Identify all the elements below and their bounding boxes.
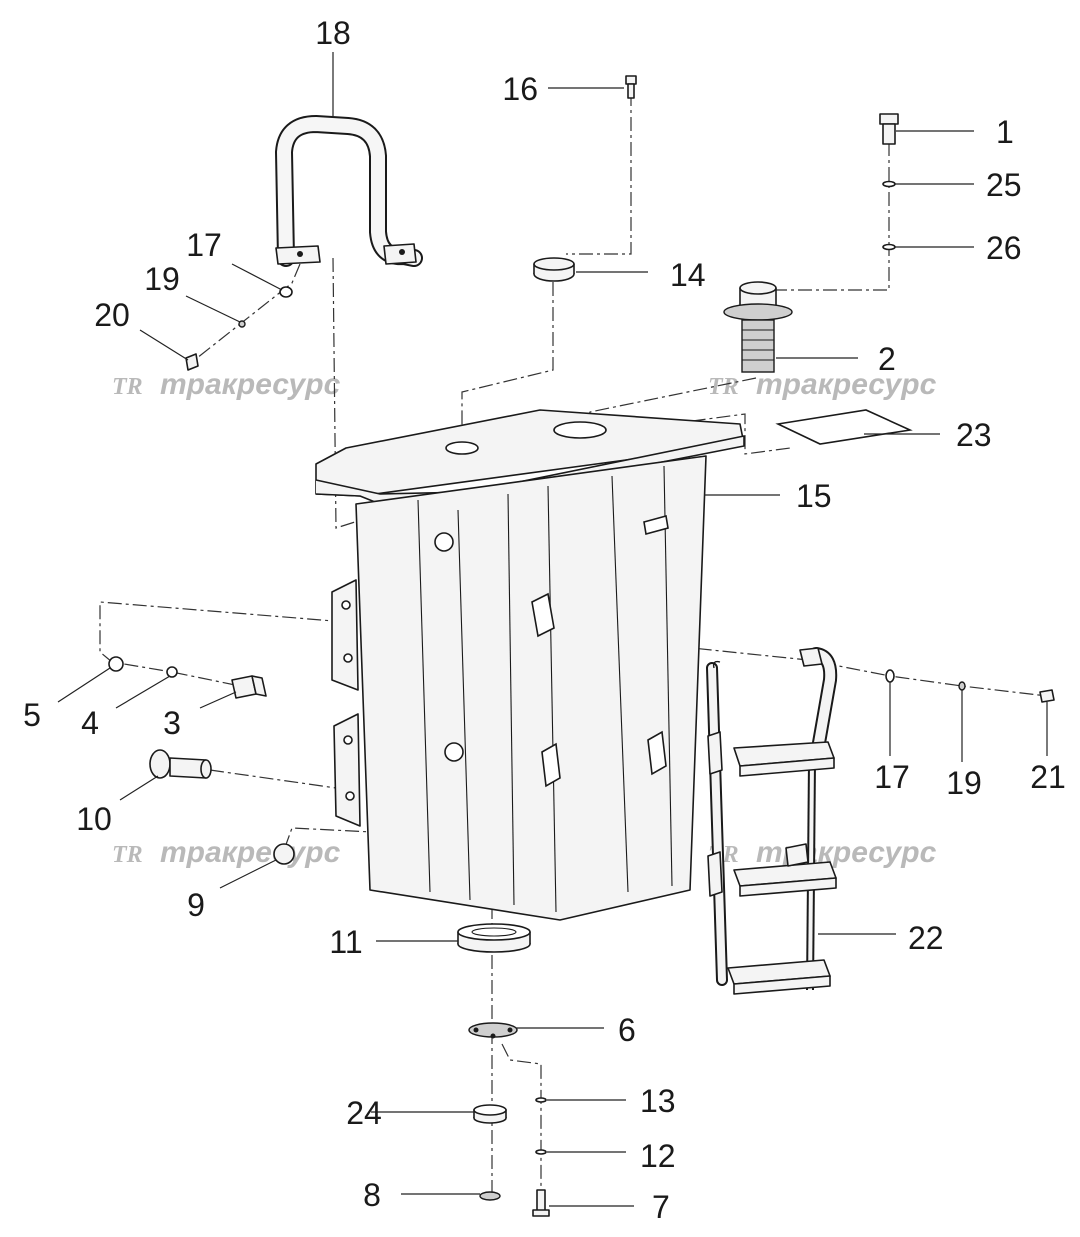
part-10-plug	[149, 749, 212, 779]
part-8-plug	[479, 1191, 501, 1201]
callout-8: 8	[363, 1177, 381, 1213]
callout-4: 4	[81, 705, 99, 741]
svg-text:тракресурс: тракресурс	[160, 368, 341, 401]
callout-6: 6	[618, 1012, 636, 1048]
part-16-bolt	[625, 75, 637, 99]
part-26-washer	[882, 243, 896, 251]
part-18-handrail	[275, 115, 423, 267]
part-20-bolt	[185, 353, 199, 371]
callout-3: 3	[163, 705, 181, 741]
callout-23: 23	[956, 417, 992, 453]
callout-11: 11	[329, 924, 362, 960]
callout-26: 26	[986, 230, 1022, 266]
callout-5: 5	[23, 697, 41, 733]
part-17-washer-lower	[885, 669, 895, 683]
part-13-washer	[535, 1097, 547, 1103]
callout-16: 16	[502, 71, 538, 107]
part-21-bolt	[1039, 689, 1055, 703]
part-11-seal	[457, 923, 531, 953]
callout-10: 10	[76, 801, 112, 837]
part-3-bolt	[231, 675, 267, 699]
part-25-washer	[882, 180, 896, 188]
callout-9: 9	[187, 887, 205, 923]
part-7-bolt	[532, 1189, 550, 1217]
svg-text:TR: TR	[112, 842, 143, 868]
callout-19-lower: 19	[946, 765, 982, 801]
callout-17-lower: 17	[874, 759, 910, 795]
callout-1: 1	[996, 114, 1014, 150]
callout-12: 12	[640, 1138, 676, 1174]
part-4-washer	[166, 666, 178, 678]
part-24-bushing	[473, 1104, 507, 1124]
part-19-washer-lower	[958, 681, 966, 691]
part-19-washer-upper	[238, 320, 246, 328]
part-12-washer	[535, 1149, 547, 1155]
callout-17-upper: 17	[186, 227, 222, 263]
svg-text:тракресурс: тракресурс	[160, 836, 341, 869]
svg-text:тракресурс: тракресурс	[756, 368, 937, 401]
callout-13: 13	[640, 1083, 676, 1119]
part-6-flange	[468, 1022, 518, 1039]
part-5-washer	[108, 656, 124, 672]
part-2-filler-strainer	[723, 281, 793, 373]
callout-22: 22	[908, 920, 944, 956]
leader-lines	[57, 52, 1048, 1207]
callout-20: 20	[94, 297, 130, 333]
callout-2: 2	[878, 341, 896, 377]
callout-15: 15	[796, 478, 832, 514]
callout-14: 14	[670, 257, 706, 293]
watermark-2: TR тракресурс	[708, 368, 937, 401]
part-17-washer-upper	[279, 286, 293, 298]
callout-7: 7	[652, 1189, 670, 1225]
part-23-plate	[775, 409, 913, 445]
part-22-ladder	[706, 647, 838, 995]
part-14-cap	[533, 257, 575, 282]
svg-text:TR: TR	[112, 374, 143, 400]
callout-25: 25	[986, 167, 1022, 203]
callout-19-upper: 19	[144, 261, 180, 297]
part-9-plug	[273, 843, 295, 865]
callout-24: 24	[346, 1095, 382, 1131]
callout-labels: 18 16 1 25 26 14 17 19 20 2 23 15 5 4 3 …	[23, 15, 1066, 1225]
svg-text:тракресурс: тракресурс	[756, 836, 937, 869]
callout-21: 21	[1030, 759, 1066, 795]
callout-18: 18	[315, 15, 351, 51]
watermark-1: TR тракресурс	[112, 368, 341, 401]
watermark-3: TR тракресурс	[112, 836, 341, 869]
part-15-tank	[315, 409, 745, 921]
part-1-bolt	[879, 113, 899, 145]
